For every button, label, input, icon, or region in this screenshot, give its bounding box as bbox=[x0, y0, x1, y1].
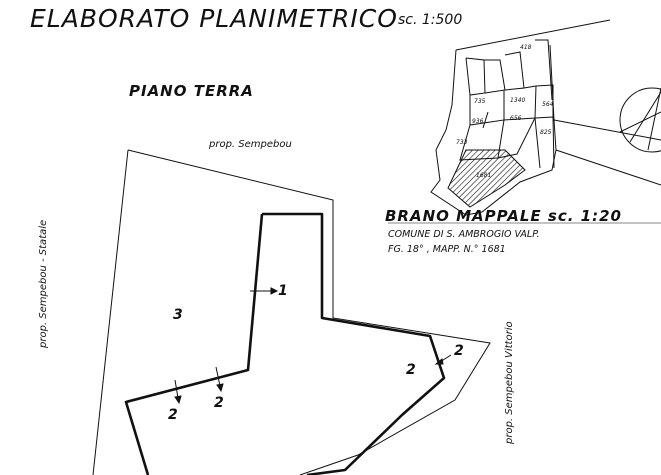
key-map bbox=[430, 19, 661, 216]
north-arrow-icon bbox=[619, 87, 661, 153]
area-label-two-b: 2 bbox=[214, 395, 224, 411]
map-label: 564 bbox=[542, 101, 554, 108]
brano-municipality: COMUNE DI S. AMBROGIO VALP. bbox=[388, 229, 540, 240]
area-label-two-a: 2 bbox=[168, 407, 178, 423]
area-label-main: 3 bbox=[173, 307, 183, 323]
map-label: 735 bbox=[474, 98, 486, 105]
page-scale: sc. 1:500 bbox=[398, 12, 463, 28]
page-title: ELABORATO PLANIMETRICO bbox=[30, 4, 398, 33]
map-label: 1340 bbox=[510, 97, 526, 104]
outer-lot-outline bbox=[92, 149, 491, 475]
area-label-two-c: 2 bbox=[406, 362, 416, 378]
property-label-left: prop. Sempebou - Statale bbox=[38, 219, 49, 348]
property-label-right: prop. Sempebou Vittorio bbox=[504, 321, 515, 444]
area-label-arrow-one: 1 bbox=[278, 283, 288, 299]
brano-sheet-parcel: FG. 18° , MAPP. N.° 1681 bbox=[388, 244, 506, 255]
map-label: 656 bbox=[510, 115, 522, 122]
map-label: 418 bbox=[520, 44, 532, 51]
map-label: 1681 bbox=[476, 172, 492, 179]
floor-title: PIANO TERRA bbox=[129, 82, 254, 100]
divider-line bbox=[429, 335, 445, 379]
map-label: 936 bbox=[472, 118, 484, 125]
area-label-two-d: 2 bbox=[454, 343, 464, 359]
brano-title: BRANO MAPPALE sc. 1:20 bbox=[385, 207, 622, 225]
hatched-parcel bbox=[447, 149, 526, 208]
area-arrows bbox=[174, 287, 452, 405]
map-label: 825 bbox=[540, 129, 552, 136]
map-label: 733 bbox=[456, 139, 468, 146]
property-label-top: prop. Sempebou bbox=[209, 139, 292, 150]
